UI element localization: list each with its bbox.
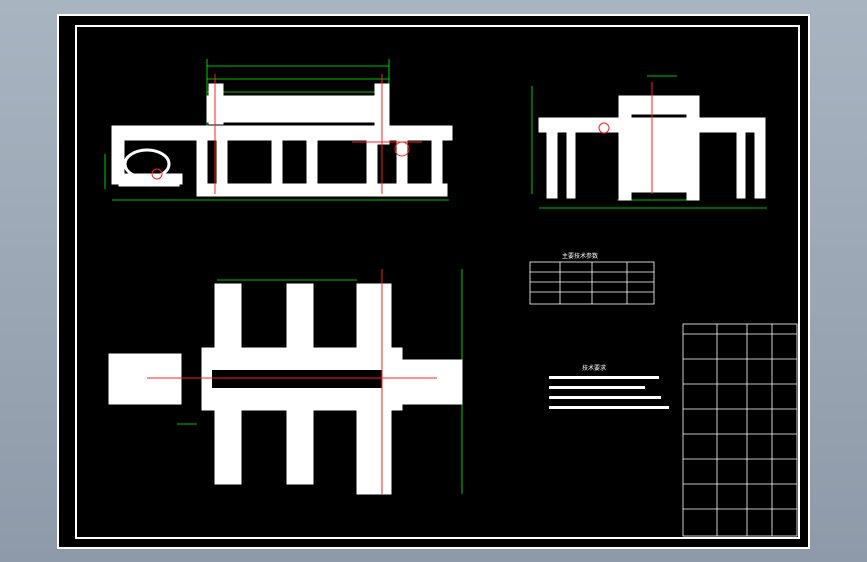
title-block-frame: [682, 323, 798, 537]
notes-title: 技术要求: [582, 364, 606, 372]
note-line: [549, 376, 659, 379]
side-leg-2: [566, 131, 576, 199]
top-beam: [206, 95, 390, 123]
note-line: [549, 396, 661, 399]
front-view: [104, 59, 453, 201]
left-head: [208, 83, 224, 125]
spec-table-title: 主要技术参数: [562, 252, 598, 260]
note-line: [549, 386, 645, 389]
drawing-sheet: 主要技术参数 技术要求: [57, 14, 810, 549]
motor-base: [118, 173, 180, 187]
cutter-slot: [212, 370, 382, 388]
main-table: [111, 125, 453, 141]
side-leg-1: [546, 131, 558, 199]
motor-shaft: [151, 168, 163, 180]
technical-notes: 技术要求: [549, 364, 669, 409]
gantry-post-right: [686, 95, 700, 201]
side-roller: [598, 122, 610, 134]
inner-border: [75, 25, 800, 539]
gantry-body: [630, 131, 688, 193]
left-drive-unit: [108, 353, 182, 405]
side-leg-4: [754, 131, 766, 199]
gantry-post-left: [618, 95, 632, 201]
title-block: [682, 323, 798, 537]
frame-leg-2: [196, 139, 208, 197]
side-view: [531, 75, 767, 209]
spec-table: 主要技术参数: [529, 252, 655, 305]
side-leg-3: [736, 131, 746, 199]
note-line: [549, 406, 669, 409]
bottom-rail: [206, 183, 448, 197]
plan-view: [108, 269, 463, 495]
outer-border: [57, 14, 810, 549]
right-drive-unit: [401, 359, 463, 405]
pulley: [394, 141, 410, 157]
cad-drawing-canvas[interactable]: 主要技术参数 技术要求: [57, 14, 810, 549]
